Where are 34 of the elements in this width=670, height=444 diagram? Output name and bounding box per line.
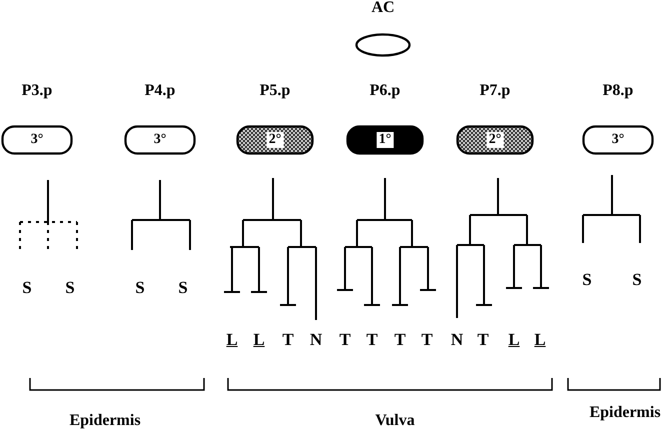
fate-label: 3° xyxy=(152,132,168,148)
fate-letter: N xyxy=(450,330,464,350)
fate-letter: T xyxy=(366,330,378,350)
fate-letter: T xyxy=(394,330,406,350)
region-label: Vulva xyxy=(375,412,415,430)
fate-letter: L xyxy=(253,330,265,350)
cell-name: P6.p xyxy=(368,82,402,100)
fate-letter: T xyxy=(477,330,489,350)
fate-letter: T xyxy=(282,330,294,350)
region-label: Epidermis xyxy=(589,404,661,422)
cell-name: P4.p xyxy=(144,82,176,100)
cell-name: P3.p xyxy=(20,82,54,100)
fate-letter: N xyxy=(310,330,322,350)
fate-letter: S xyxy=(135,278,145,298)
cell-name: P5.p xyxy=(258,82,292,100)
fate-label: 3° xyxy=(610,132,626,148)
fate-letter: S xyxy=(632,270,642,290)
fate-label: 2° xyxy=(266,132,284,148)
fate-letter: S xyxy=(178,278,188,298)
cell-name: P7.p xyxy=(478,82,512,100)
fate-label: 1° xyxy=(376,132,394,148)
fate-label: 2° xyxy=(486,132,504,148)
fate-letter: L xyxy=(534,330,546,350)
fate-letter: L xyxy=(508,330,520,350)
fate-letter: S xyxy=(22,278,32,298)
region-label: Epidermis xyxy=(69,412,141,430)
fate-label: 3° xyxy=(30,132,44,148)
fate-letter: T xyxy=(421,330,433,350)
fate-letter: S xyxy=(65,278,75,298)
cell-name: AC xyxy=(370,0,396,17)
fate-letter: S xyxy=(582,270,592,290)
cell-name: P8.p xyxy=(602,82,634,100)
fate-letter: T xyxy=(339,330,351,350)
fate-letter: L xyxy=(226,330,238,350)
